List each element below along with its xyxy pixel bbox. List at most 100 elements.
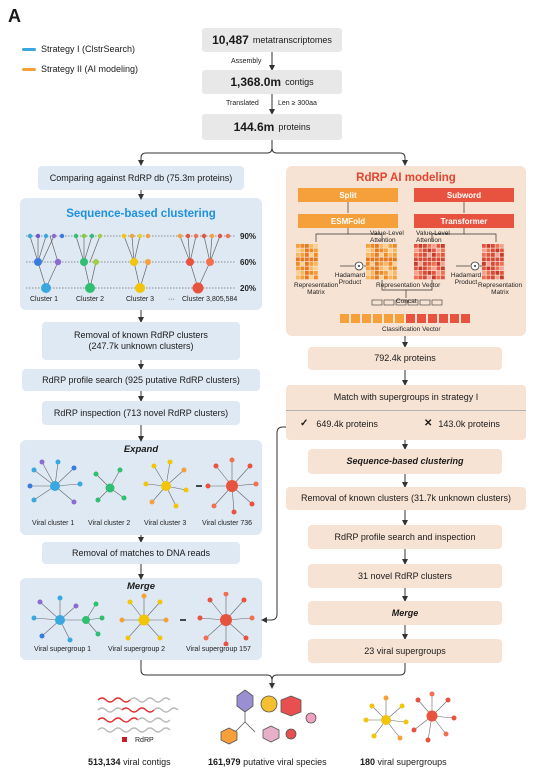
rep-matrix-cell-left	[309, 253, 314, 257]
repmatrix-label-right: Representation Matrix	[478, 282, 523, 296]
rep-matrix-cell-left	[296, 253, 300, 257]
rep-matrix-cell-left	[309, 275, 314, 280]
rep-matrix-cell-right	[486, 266, 491, 271]
match-box-body	[286, 411, 526, 440]
rdrp-legend-label: RdRP	[135, 737, 154, 744]
rep-matrix-cell-left	[309, 244, 314, 248]
attention-cell-right	[432, 257, 436, 262]
seq-clustering-title: Sequence-based clustering	[66, 208, 216, 220]
ai-modeling-title: RdRP AI modeling	[356, 172, 456, 184]
attention-cell-right	[436, 275, 441, 280]
expand-panel	[20, 440, 262, 535]
attention-cell-right	[441, 262, 445, 266]
representation-vector-cell	[395, 299, 407, 306]
attention-cell-right	[414, 244, 418, 248]
attention-cell-right	[427, 266, 432, 271]
attention-cell-left	[370, 262, 375, 266]
classification-vector-cell	[406, 314, 415, 323]
attention-cell-right	[427, 262, 432, 266]
viral-cluster-n-label: Viral cluster 736	[202, 520, 253, 527]
rep-matrix-cell-right	[491, 275, 495, 280]
attention-cell-right	[414, 262, 418, 266]
summary-species: 161,979 putative viral species	[208, 757, 327, 767]
rep-matrix-cell-left	[314, 248, 318, 253]
attention-cell-left	[379, 262, 384, 266]
rep-matrix-cell-right	[495, 266, 500, 271]
classification-vector-cell	[373, 314, 382, 323]
attention-cell-right	[414, 266, 418, 271]
attention-cell-right	[414, 253, 418, 257]
rep-matrix-cell-right	[482, 266, 486, 271]
attention-cell-left	[384, 275, 388, 280]
rep-matrix-cell-left	[296, 262, 300, 266]
metatranscriptomes-box: 10,487 metatranscriptomes	[202, 28, 342, 52]
hadamard-label-left: Hadamard Product	[334, 272, 366, 286]
attention-cell-left	[379, 266, 384, 271]
subword-box: Subword	[414, 188, 514, 202]
attention-cell-left	[375, 262, 379, 266]
rep-matrix-cell-left	[305, 271, 309, 275]
threshold-60: 60%	[240, 258, 257, 267]
threshold-90: 90%	[240, 232, 257, 241]
summary-contigs-text: viral contigs	[123, 757, 171, 767]
attention-cell-right	[414, 248, 418, 253]
proteins-label: proteins	[278, 121, 311, 132]
attention-cell-right	[423, 271, 427, 275]
rep-matrix-cell-left	[309, 262, 314, 266]
attention-cell-left	[384, 244, 388, 248]
attention-cell-right	[418, 244, 423, 248]
rep-matrix-cell-right	[482, 271, 486, 275]
attention-cell-right	[441, 248, 445, 253]
profile-inspection-box: RdRP profile search and inspection	[308, 525, 502, 549]
classification-vector-cell	[450, 314, 459, 323]
attention-cell-right	[441, 275, 445, 280]
rep-matrix-cell-left	[300, 271, 305, 275]
attention-cell-right	[427, 271, 432, 275]
attention-cell-right	[427, 257, 432, 262]
attention-cell-left	[388, 275, 393, 280]
rep-matrix-cell-right	[482, 262, 486, 266]
attention-cell-right	[418, 257, 423, 262]
rep-matrix-cell-right	[491, 257, 495, 262]
attention-cell-right	[423, 253, 427, 257]
classification-vector-cell	[351, 314, 360, 323]
attention-cell-left	[384, 257, 388, 262]
attention-cell-left	[384, 253, 388, 257]
contigs-graphic	[97, 697, 179, 742]
attention-cell-right	[418, 275, 423, 280]
clustering-tree	[26, 233, 236, 294]
proteins-box: 144.6m proteins	[202, 114, 342, 140]
summary-contigs: 513,134 viral contigs	[88, 757, 171, 767]
rep-matrix-cell-left	[314, 266, 318, 271]
summary-supergroups-text: viral supergroups	[377, 757, 447, 767]
attention-cell-left	[370, 271, 375, 275]
legend-label: Strategy II (AI modeling)	[41, 64, 139, 74]
summary-supergroups: 180 viral supergroups	[360, 757, 447, 767]
attention-cell-right	[436, 271, 441, 275]
attention-cell-right	[427, 244, 432, 248]
contigs-label: contigs	[285, 76, 314, 87]
merge-right-box: Merge	[308, 601, 502, 625]
rep-matrix-cell-right	[491, 262, 495, 266]
attention-cell-left	[388, 248, 393, 253]
representation-vector-cell	[431, 299, 443, 306]
attention-cell-right	[414, 275, 418, 280]
metatranscriptomes-label: metatranscriptomes	[252, 34, 332, 45]
split-box: Split	[298, 188, 398, 202]
rep-matrix-cell-left	[305, 266, 309, 271]
attention-cell-left	[366, 248, 370, 253]
vla-label-right: Value-Level Attention	[416, 230, 450, 244]
classification-vector-cell	[384, 314, 393, 323]
repvector-label: Representation Vector	[376, 282, 441, 289]
classification-vector-cell	[428, 314, 437, 323]
attention-cell-left	[393, 262, 397, 266]
rep-matrix-cell-left	[305, 253, 309, 257]
rep-matrix-cell-left	[305, 244, 309, 248]
repmatrix-label-left: Representation Matrix	[294, 282, 339, 296]
hadamard-label-right: Hadamard Product	[450, 272, 482, 286]
attention-cell-left	[366, 266, 370, 271]
contigs-box: 1,368.0m contigs	[202, 70, 342, 94]
rep-matrix-cell-left	[305, 248, 309, 253]
novel-31-box: 31 novel RdRP clusters	[308, 564, 502, 588]
attention-cell-left	[379, 248, 384, 253]
